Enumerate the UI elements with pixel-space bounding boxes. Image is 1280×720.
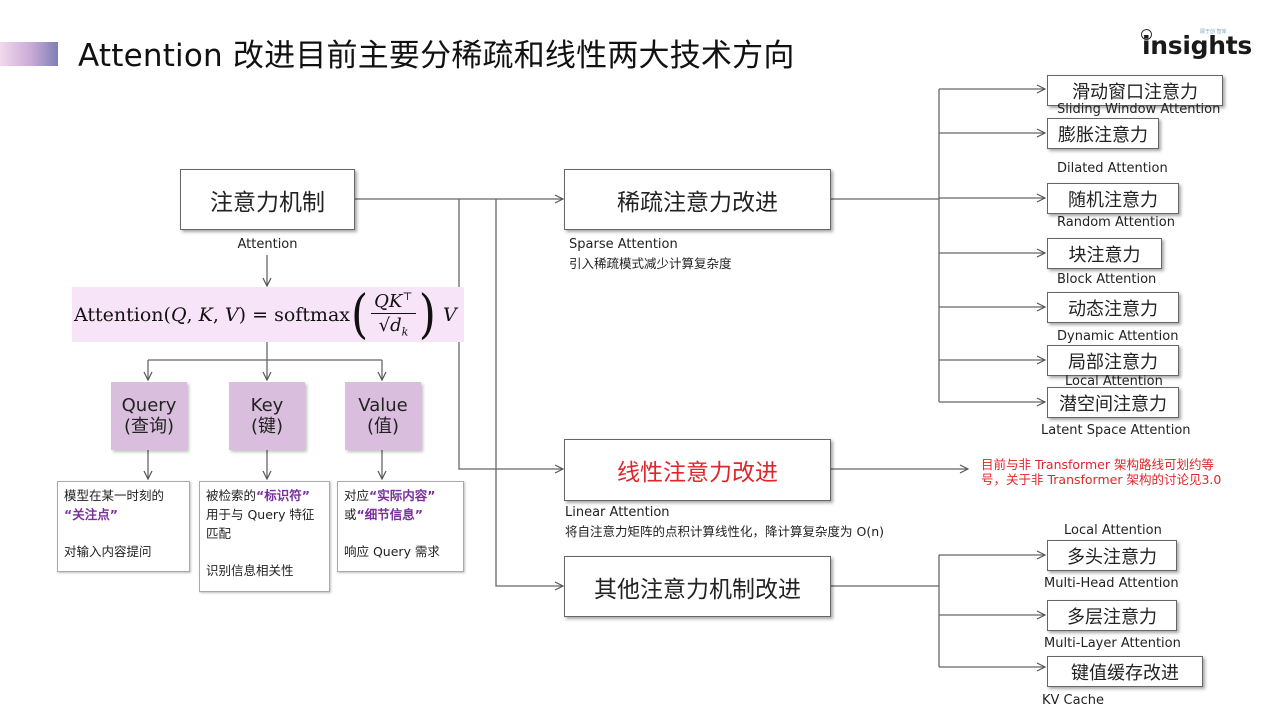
sparse-item-label: 潜空间注意力	[1059, 393, 1167, 415]
value-desc-quote-close2: ”	[414, 507, 423, 522]
root-node-label: 注意力机制	[210, 189, 325, 216]
key-desc-tail: 识别信息相关性	[206, 563, 294, 578]
key-desc-text: 被检索的	[206, 488, 257, 503]
linear-node-label: 线性注意力改进	[617, 460, 778, 486]
key-desc-quote-close: ”	[301, 488, 310, 503]
key-desc-line2: 用于与 Query 特征	[206, 507, 315, 522]
query-cn: (查询)	[123, 416, 175, 437]
key-desc-highlight: 标识符	[264, 488, 302, 503]
other-item-label: 多层注意力	[1067, 606, 1157, 628]
linear-caption-en: Linear Attention	[565, 505, 670, 520]
sparse-item-caption: Random Attention	[1057, 215, 1175, 230]
query-desc-highlight: 关注点	[72, 507, 110, 522]
value-desc-highlight2: 细节信息	[364, 507, 415, 522]
sparse-item-label: 滑动窗口注意力	[1072, 81, 1198, 103]
sparse-item-random: 随机注意力	[1047, 183, 1179, 214]
root-node: 注意力机制	[180, 169, 355, 230]
sparse-item-local: 局部注意力	[1047, 345, 1179, 376]
value-box: Value (值)	[345, 382, 421, 450]
other-node: 其他注意力机制改进	[564, 556, 831, 617]
key-name: Key	[250, 395, 284, 416]
other-item-kv-cache: 键值缓存改进	[1047, 656, 1203, 687]
value-desc-quote-open: “	[369, 488, 378, 503]
value-description: 对应“实际内容” 或“细节信息” 响应 Query 需求	[337, 481, 464, 572]
linear-note-line2: 号，关于非 Transformer 架构的讨论见3.0	[981, 472, 1222, 487]
query-description: 模型在某一时刻的 “关注点” 对输入内容提问	[57, 481, 190, 572]
logo-tagline: 顾于创 智库	[1200, 29, 1227, 35]
sparse-item-dynamic: 动态注意力	[1047, 292, 1179, 323]
value-cn: (值)	[366, 416, 400, 437]
attention-formula: Attention(Q, K, V) = softmax ( QK⊤√dk ) …	[72, 287, 464, 342]
query-desc-tail: 对输入内容提问	[64, 544, 152, 559]
sparse-item-block: 块注意力	[1047, 238, 1162, 269]
sparse-item-label: 块注意力	[1068, 244, 1141, 266]
other-item-caption: KV Cache	[1042, 693, 1104, 708]
query-desc-quote-close: ”	[109, 507, 118, 522]
slide-title: Attention 改进目前主要分稀疏和线性两大技术方向	[78, 38, 795, 74]
query-name: Query	[121, 395, 177, 416]
other-item-label: 多头注意力	[1067, 546, 1157, 568]
sparse-caption-cn: 引入稀疏模式减少计算复杂度	[569, 256, 732, 271]
value-desc-tail: 响应 Query 需求	[344, 544, 440, 559]
linear-note: 目前与非 Transformer 架构路线可划约等 号，关于非 Transfor…	[981, 457, 1221, 487]
title-accent-bar	[0, 42, 58, 66]
sparse-item-label: 动态注意力	[1068, 298, 1158, 320]
key-desc-quote-open: “	[256, 488, 265, 503]
key-desc-line3: 匹配	[206, 526, 232, 541]
sparse-item-caption: Dynamic Attention	[1057, 329, 1179, 344]
other-item-caption: Multi-Head Attention	[1044, 576, 1179, 591]
sparse-item-caption: Local Attention	[1065, 374, 1163, 389]
other-item-caption: Multi-Layer Attention	[1044, 636, 1181, 651]
query-box: Query (查询)	[111, 382, 187, 450]
value-desc-quote-close: ”	[427, 488, 436, 503]
logo-dot-icon	[1141, 29, 1152, 40]
linear-caption-cn: 将自注意力矩阵的点积计算线性化，降计算复杂度为 O(n)	[565, 524, 884, 539]
value-desc-text2: 或	[344, 507, 357, 522]
key-description: 被检索的“标识符” 用于与 Query 特征 匹配 识别信息相关性	[199, 481, 330, 592]
sparse-item-label: 膨胀注意力	[1058, 124, 1148, 146]
other-top-caption: Local Attention	[1064, 523, 1162, 538]
other-item-multi-layer: 多层注意力	[1047, 600, 1177, 631]
key-box: Key (键)	[229, 382, 305, 450]
sparse-node-label: 稀疏注意力改进	[617, 189, 778, 216]
query-desc-text: 模型在某一时刻的	[64, 488, 165, 503]
linear-node: 线性注意力改进	[564, 439, 831, 501]
sparse-item-caption: Dilated Attention	[1057, 161, 1168, 176]
sparse-item-latent: 潜空间注意力	[1047, 387, 1179, 418]
sparse-item-label: 随机注意力	[1068, 189, 1158, 211]
sparse-item-caption: Sliding Window Attention	[1057, 102, 1221, 117]
other-item-label: 键值缓存改进	[1071, 662, 1179, 684]
linear-note-line1: 目前与非 Transformer 架构路线可划约等	[981, 457, 1214, 472]
sparse-node: 稀疏注意力改进	[564, 169, 831, 230]
sparse-item-dilated: 膨胀注意力	[1047, 118, 1159, 149]
root-caption: Attention	[237, 237, 298, 252]
other-node-label: 其他注意力机制改进	[594, 576, 801, 603]
value-desc-highlight: 实际内容	[377, 488, 428, 503]
key-cn: (键)	[250, 416, 284, 437]
sparse-item-label: 局部注意力	[1068, 351, 1158, 373]
value-desc-quote-open2: “	[356, 507, 365, 522]
sparse-item-caption: Block Attention	[1057, 272, 1157, 287]
logo-wordmark: insights	[1142, 31, 1252, 60]
value-name: Value	[358, 395, 408, 416]
sparse-caption-en: Sparse Attention	[569, 237, 678, 252]
sparse-item-sliding-window: 滑动窗口注意力	[1047, 75, 1223, 106]
sparse-item-caption: Latent Space Attention	[1041, 423, 1191, 438]
other-item-multi-head: 多头注意力	[1047, 540, 1177, 571]
query-desc-quote-open: “	[64, 507, 73, 522]
value-desc-text: 对应	[344, 488, 370, 503]
